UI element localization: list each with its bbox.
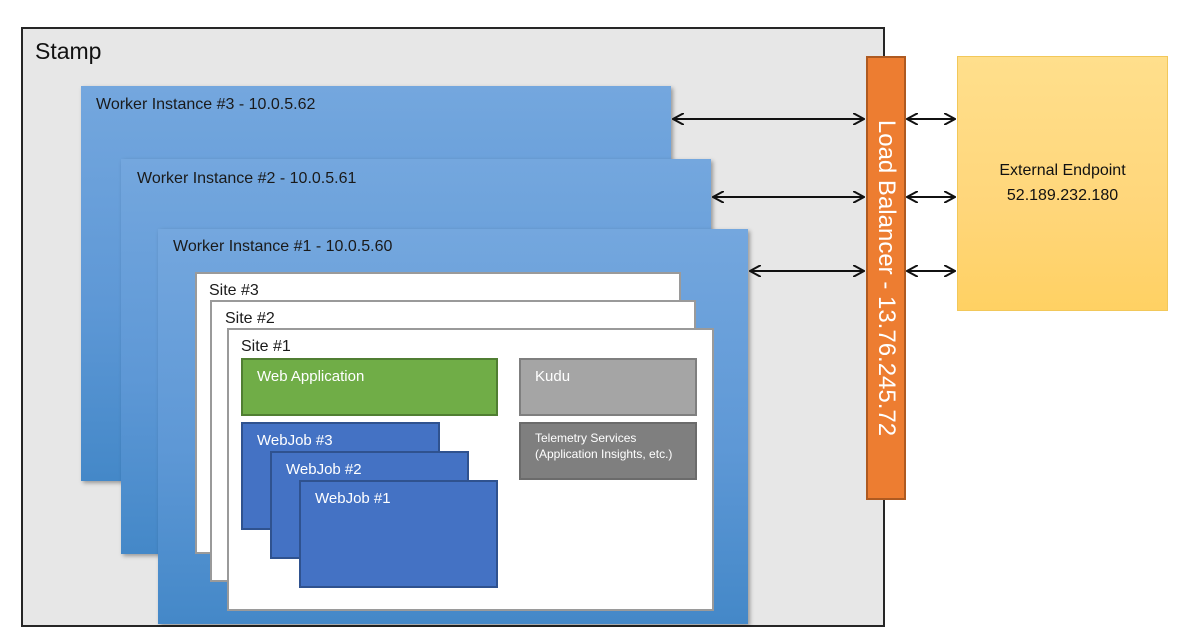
- web-application-label: Web Application: [257, 368, 365, 385]
- webjob-3-label: WebJob #3: [257, 432, 333, 449]
- webjob-1: [299, 480, 498, 588]
- external-endpoint-box: [957, 56, 1168, 311]
- external-endpoint-title: External Endpoint: [999, 162, 1126, 179]
- kudu-box: [519, 358, 697, 416]
- site-1-label: Site #1: [241, 338, 291, 355]
- worker-instance-2-label: Worker Instance #2 - 10.0.5.61: [137, 170, 357, 187]
- telemetry-services-label: Telemetry Services: [535, 431, 637, 445]
- worker-instance-3-label: Worker Instance #3 - 10.0.5.62: [96, 96, 316, 113]
- webjob-1-label: WebJob #1: [315, 490, 391, 507]
- kudu-label: Kudu: [535, 368, 571, 385]
- telemetry-services-sublabel: (Application Insights, etc.): [535, 447, 673, 461]
- worker-instance-1-label: Worker Instance #1 - 10.0.5.60: [173, 238, 393, 255]
- webjob-2-label: WebJob #2: [286, 461, 362, 478]
- stamp-title: Stamp: [35, 38, 102, 64]
- external-endpoint-ip: 52.189.232.180: [1006, 187, 1119, 204]
- web-application-box: [241, 358, 498, 416]
- site-3-label: Site #3: [209, 282, 259, 299]
- site-2-label: Site #2: [225, 310, 275, 327]
- load-balancer-box: [866, 56, 906, 500]
- telemetry-services-box: [519, 422, 697, 480]
